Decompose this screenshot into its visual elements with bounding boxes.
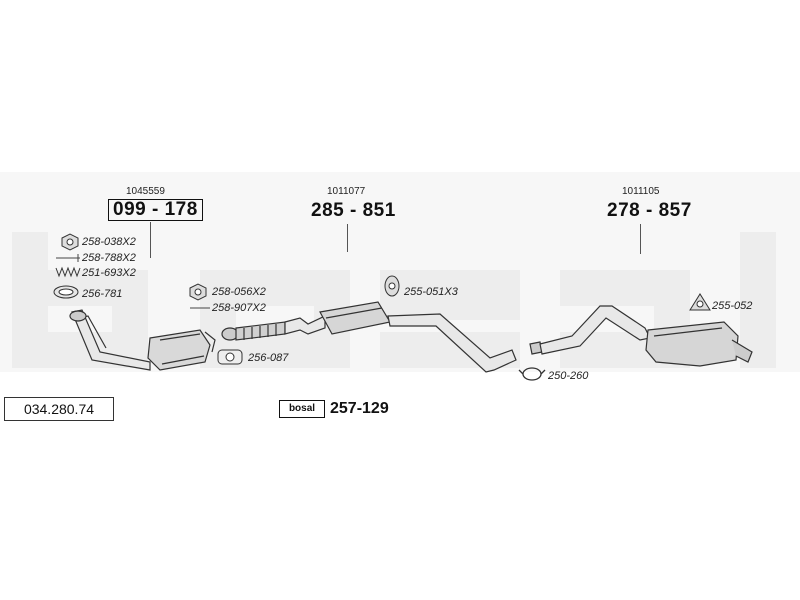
- leader-line-1: [150, 222, 151, 258]
- brand-logo-box: bosal: [279, 400, 325, 418]
- assembly-ref-3: 1011105: [622, 186, 660, 197]
- bolt-kit-label: 258-788X2: [82, 252, 136, 264]
- assembly-part-3: 278 - 857: [607, 200, 692, 221]
- nut-kit-2-label: 258-056X2: [212, 286, 266, 298]
- bolt-kit-2-label: 258-907X2: [212, 302, 266, 314]
- gasket-icon: [217, 349, 243, 365]
- clamp-label: 250-260: [548, 370, 589, 382]
- leader-line-3: [640, 224, 641, 254]
- spring-kit-label: 251-693X2: [82, 267, 136, 279]
- assembly-part-1: 099 - 178: [108, 199, 203, 221]
- downpipe-catalyst: [69, 309, 216, 371]
- clamp-icon: [518, 367, 546, 381]
- rear-silencer-pipe: [529, 305, 753, 367]
- rubber-mount-icon-1: [384, 275, 400, 297]
- seal-ring-icon: [53, 285, 79, 299]
- seal-ring-label: 256-781: [82, 288, 123, 300]
- catalog-number: 034.280.74: [4, 397, 114, 421]
- nut-icon: [61, 233, 79, 251]
- gasket-label: 256-087: [248, 352, 289, 364]
- assembly-ref-2: 1011077: [327, 186, 366, 197]
- nut-kit-label: 258-038X2: [82, 236, 136, 248]
- hardware-kit-part: 257-129: [330, 400, 389, 417]
- rubber-mount-2-label: 255-052: [712, 300, 753, 312]
- front-silencer-pipe: [221, 301, 517, 373]
- nut-icon-2: [189, 283, 207, 301]
- leader-line-2: [347, 224, 348, 252]
- assembly-part-2: 285 - 851: [311, 200, 396, 221]
- spring-icon: [55, 266, 81, 278]
- bolt-icon: [56, 254, 80, 262]
- rubber-mount-icon-2: [689, 293, 711, 311]
- assembly-ref-1: 1045559: [126, 186, 165, 197]
- rubber-mount-1-label: 255-051X3: [404, 286, 458, 298]
